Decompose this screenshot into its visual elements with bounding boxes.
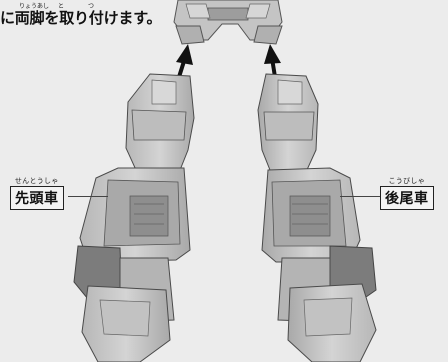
rear-car-leader-line [340,196,380,197]
instruction-text: に両脚を取り付けます。 [0,9,162,27]
ruby-ryouashi: りょうあし [19,3,50,10]
instruction-heading: りょうあし と つ に両脚を取り付けます。 [0,0,168,28]
left-leg-front-car [73,73,195,362]
attach-arrow-right [264,44,281,78]
rear-car-label: こうびしゃ 後尾車 [380,176,434,210]
rear-car-ruby: こうびしゃ [388,177,425,185]
front-car-ruby: せんとうしゃ [14,177,59,185]
front-car-label: せんとうしゃ 先頭車 [10,176,64,210]
robot-hip-part [173,0,283,45]
ruby-tsu: つ [88,3,95,10]
front-car-leader-line [68,196,108,197]
front-car-text: 先頭車 [10,186,64,210]
ruby-to: と [58,3,65,10]
rear-car-text: 後尾車 [380,186,434,210]
attach-arrow-left [176,44,193,78]
right-leg-rear-car [257,73,377,362]
